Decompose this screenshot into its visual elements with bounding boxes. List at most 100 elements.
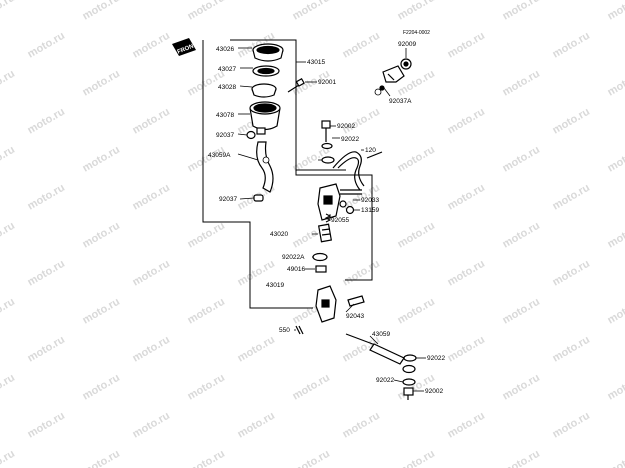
cap-plate [252,65,280,77]
watermark-text: moto.ru [0,372,17,403]
watermark-text: moto.ru [341,410,382,441]
brake-hose [332,151,383,191]
watermark-text: moto.ru [0,448,17,468]
watermark-text: moto.ru [396,0,437,23]
watermark-text: moto.ru [131,410,172,441]
watermark-text: moto.ru [186,296,227,327]
watermark-text: moto.ru [81,144,122,175]
label-43027: 43027 [218,66,236,73]
watermark-text: moto.ru [501,448,542,468]
master-cylinder-body [317,183,362,221]
label-43059a: 43059A [208,152,231,159]
watermark-text: moto.ru [396,220,437,251]
label-92037a: 92037A [389,98,412,105]
watermark-text: moto.ru [501,372,542,403]
label-43078: 43078 [216,112,234,119]
piston-43020 [317,223,333,243]
watermark-text: moto.ru [0,144,17,175]
label-92022-lower1: 92022 [427,355,445,362]
watermark-text: moto.ru [0,220,17,251]
watermark-text: moto.ru [131,258,172,289]
lower-brake-hose [345,333,405,365]
label-49016: 49016 [287,266,305,273]
push-rod-43019 [315,285,365,323]
clamp-92037-lower [253,194,264,202]
washer-92022a [312,252,328,262]
watermark-text: moto.ru [446,182,487,213]
watermark-text: moto.ru [446,106,487,137]
label-43028: 43028 [218,84,236,91]
watermark-text: moto.ru [446,410,487,441]
watermark-text: moto.ru [291,0,332,23]
watermark-text: moto.ru [291,448,332,468]
watermark-text: moto.ru [606,220,625,251]
watermark-text: moto.ru [501,296,542,327]
watermark-text: moto.ru [551,30,592,61]
label-43019: 43019 [266,282,284,289]
label-92022-lower2: 92022 [376,377,394,384]
watermark-text: moto.ru [186,0,227,23]
watermark-text: moto.ru [26,30,67,61]
ref-markers [262,88,382,164]
label-120: 120 [365,147,376,154]
watermark-text: moto.ru [131,334,172,365]
watermark-text: moto.ru [0,296,17,327]
bracket-assembly [379,58,412,91]
watermark-text: moto.ru [26,334,67,365]
watermark-text: moto.ru [606,296,625,327]
clamp-92037-upper [246,130,256,140]
watermark-text: moto.ru [131,106,172,137]
washer-92022-upper [321,156,335,164]
watermark-text: moto.ru [186,448,227,468]
watermark-text: moto.ru [551,182,592,213]
front-arrow-icon: FRONT [172,38,198,56]
spring-92055 [324,213,332,223]
watermark-text: moto.ru [81,220,122,251]
label-92022a: 92022A [282,254,305,261]
watermark-text: moto.ru [606,144,625,175]
watermark-text: moto.ru [501,220,542,251]
watermark-text: moto.ru [606,68,625,99]
watermark-text: moto.ru [396,448,437,468]
watermark-text: moto.ru [26,106,67,137]
watermark-text: moto.ru [551,334,592,365]
watermark-text: moto.ru [446,258,487,289]
leader-lines [237,47,426,392]
watermark-text: moto.ru [0,0,17,23]
label-43020: 43020 [270,231,288,238]
watermark-text: moto.ru [606,448,625,468]
label-92055: 92055 [331,217,349,224]
watermark-text: moto.ru [551,258,592,289]
watermark-text: moto.ru [26,182,67,213]
lower-fittings [402,354,417,400]
watermark-text: moto.ru [551,106,592,137]
label-92022-right: 92022 [341,136,359,143]
fitting-92033 [339,200,355,215]
label-92037-lower: 92037 [219,196,237,203]
watermark-text: moto.ru [396,296,437,327]
watermark-text: moto.ru [606,372,625,403]
diagram-code: F2204-0002 [403,30,430,36]
group-outline [202,39,373,309]
label-92001: 92001 [318,79,336,86]
watermark-text: moto.ru [396,144,437,175]
label-43026: 43026 [216,46,234,53]
label-43059: 43059 [372,331,390,338]
watermark-text: moto.ru [131,30,172,61]
watermark-text: moto.ru [501,0,542,23]
watermark-text: moto.ru [186,144,227,175]
watermark-text: moto.ru [81,0,122,23]
reservoir-hose [256,141,274,193]
screw-92001 [287,77,305,93]
watermark-text: moto.ru [341,106,382,137]
watermark-text: moto.ru [341,30,382,61]
label-92043: 92043 [346,313,364,320]
watermark-text: moto.ru [131,182,172,213]
watermark-text: moto.ru [186,220,227,251]
watermark-text: moto.ru [0,68,17,99]
label-92002-upper: 92002 [337,123,355,130]
watermark-text: moto.ru [501,68,542,99]
watermark-text: moto.ru [341,258,382,289]
watermark-text: moto.ru [446,334,487,365]
